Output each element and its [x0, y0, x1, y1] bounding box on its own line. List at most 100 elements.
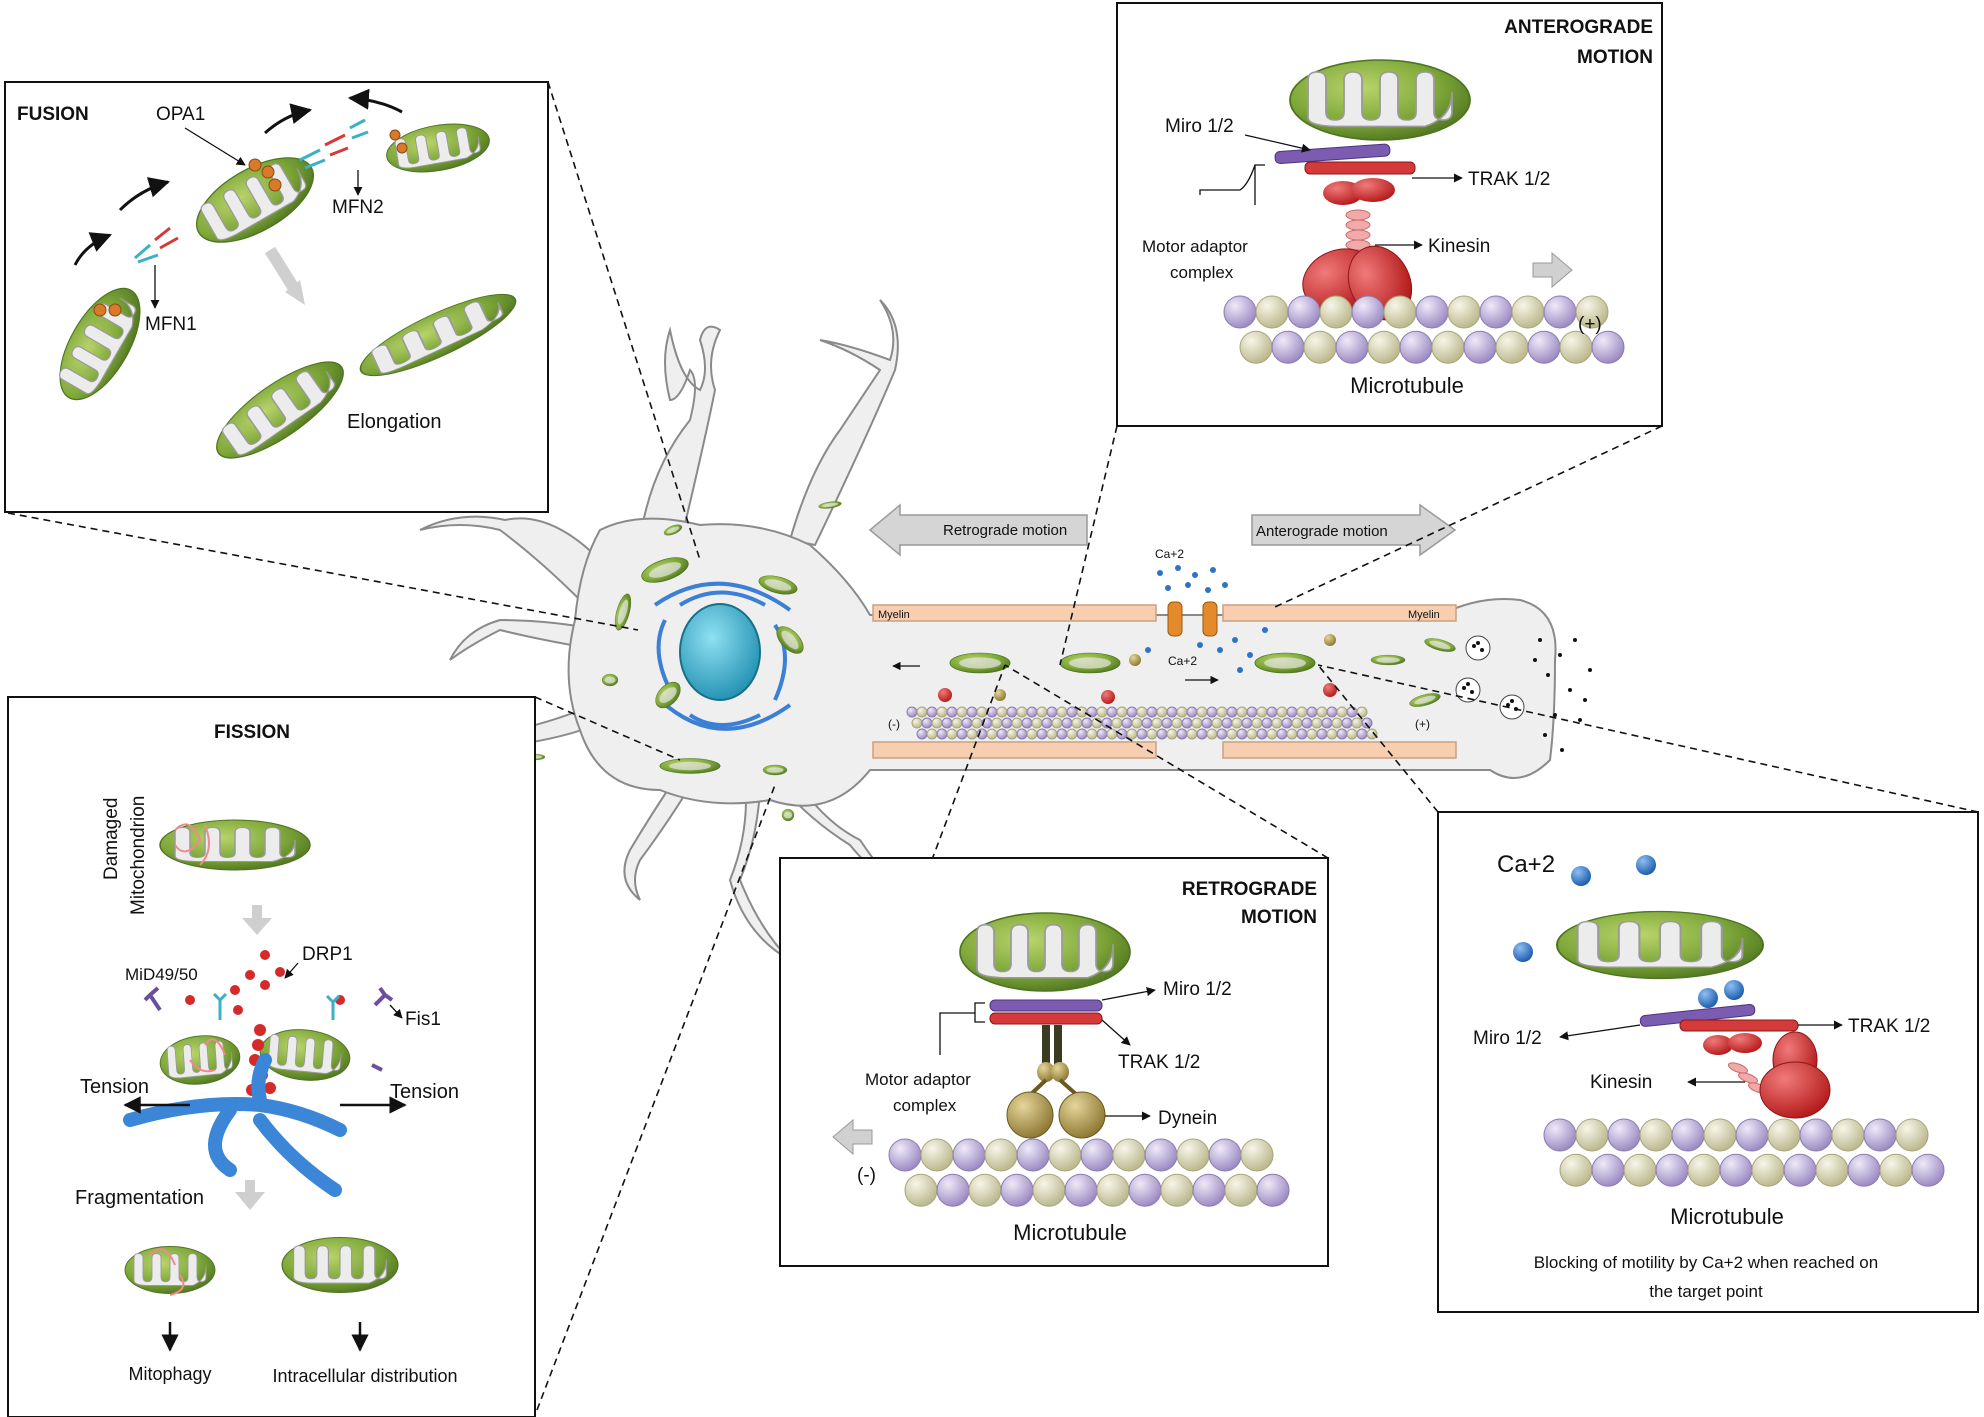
anterograde-title-2: MOTION	[1577, 47, 1653, 68]
tubulin-subunit	[1181, 717, 1193, 729]
tubulin-subunit	[1096, 728, 1108, 740]
retrograde-microtubule-label: Microtubule	[1013, 1220, 1127, 1245]
retrograde-arrow-label: Retrograde motion	[943, 522, 1067, 539]
retrograde-adaptor-line-2: complex	[893, 1096, 957, 1115]
tubulin-subunit	[1316, 728, 1328, 740]
tubulin-subunit	[1296, 706, 1308, 718]
tubulin-subunit	[1639, 1118, 1673, 1152]
tubulin-subunit	[1191, 717, 1203, 729]
tubulin-subunit	[1064, 1173, 1098, 1207]
tubulin-subunit	[1306, 706, 1318, 718]
tubulin-subunit	[1703, 1118, 1737, 1152]
tubulin-subunit	[1783, 1153, 1817, 1187]
tubulin-subunit	[1256, 706, 1268, 718]
anterograde-adaptor-line-2: complex	[1170, 263, 1234, 282]
tubulin-subunit	[1255, 295, 1289, 329]
tubulin-subunit	[946, 706, 958, 718]
retrograde-arrow: Retrograde motion	[868, 503, 1088, 557]
ca-mid-label: Ca+2	[1168, 654, 1197, 668]
connector-lines	[7, 81, 1979, 1411]
axon-mito-2	[1059, 652, 1121, 674]
tubulin-subunit	[1671, 1118, 1705, 1152]
tubulin-subunit	[961, 717, 973, 729]
tubulin-subunit	[1241, 717, 1253, 729]
distribution-label: Intracellular distribution	[272, 1366, 457, 1386]
tubulin-subunit	[1511, 295, 1545, 329]
tubulin-subunit	[1336, 728, 1348, 740]
dynein-head-1	[1006, 1091, 1054, 1139]
tubulin-subunit	[1527, 330, 1561, 364]
fission-title: FISSION	[214, 722, 290, 743]
anterograde-arrow: Anterograde motion	[1251, 503, 1457, 557]
tubulin-subunit	[1106, 728, 1118, 740]
axon-mito-1	[949, 652, 1011, 674]
tubulin-subunit	[1287, 295, 1321, 329]
tubulin-subunit	[1056, 728, 1068, 740]
tubulin-subunit	[1246, 706, 1258, 718]
tubulin-subunit	[1206, 728, 1218, 740]
tubulin-subunit	[1815, 1153, 1849, 1187]
retrograde-title-2: MOTION	[1241, 907, 1317, 928]
tubulin-subunit	[1256, 1173, 1290, 1207]
tubulin-subunit	[1026, 706, 1038, 718]
tubulin-subunit	[1146, 728, 1158, 740]
tubulin-subunit	[1276, 706, 1288, 718]
anterograde-title-1: ANTEROGRADE	[1504, 17, 1653, 38]
tubulin-subunit	[1196, 706, 1208, 718]
tension-left-label: Tension	[80, 1076, 149, 1098]
tubulin-subunit	[1607, 1118, 1641, 1152]
tubulin-subunit	[911, 717, 923, 729]
tubulin-subunit	[1151, 717, 1163, 729]
tubulin-subunit	[1911, 1153, 1945, 1187]
tubulin-subunit	[1111, 717, 1123, 729]
axon-microtubule	[906, 706, 1378, 740]
tubulin-subunit	[1096, 1173, 1130, 1207]
tubulin-subunit	[1136, 706, 1148, 718]
tubulin-subunit	[1623, 1153, 1657, 1187]
tubulin-subunit	[1231, 717, 1243, 729]
dynein-label: Dynein	[1158, 1108, 1217, 1129]
tubulin-subunit	[956, 728, 968, 740]
tubulin-subunit	[1296, 728, 1308, 740]
mfn1-label: MFN1	[145, 314, 197, 335]
tubulin-subunit	[1001, 717, 1013, 729]
fission-panel: FISSION Damaged Mitochondrion MiD	[7, 696, 536, 1417]
retrograde-adaptor-line-1: Motor adaptor	[865, 1070, 971, 1089]
retrograde-mitochondrion	[959, 912, 1131, 992]
tubulin-subunit	[1171, 717, 1183, 729]
tubulin-subunit	[936, 728, 948, 740]
mid49-label: MiD49/50	[125, 965, 198, 984]
calcium-trak-label: TRAK 1/2	[1848, 1016, 1930, 1037]
tubulin-subunit	[1076, 728, 1088, 740]
calcium-panel-kinesin-2	[1759, 1061, 1831, 1119]
endoplasmic-reticulum	[653, 581, 792, 731]
tubulin-subunit	[1141, 717, 1153, 729]
tubulin-subunit	[904, 1173, 938, 1207]
axon-minus-label: (-)	[888, 717, 900, 731]
tubulin-subunit	[1046, 706, 1058, 718]
opa1-label: OPA1	[156, 104, 205, 125]
calcium-panel-trak	[1679, 1019, 1799, 1032]
tubulin-subunit	[1266, 706, 1278, 718]
tubulin-subunit	[1211, 717, 1223, 729]
tubulin-subunit	[1208, 1138, 1242, 1172]
tubulin-subunit	[1346, 706, 1358, 718]
tubulin-subunit	[1303, 330, 1337, 364]
tubulin-subunit	[1261, 717, 1273, 729]
tubulin-subunit	[1206, 706, 1218, 718]
myelin-top-left	[872, 604, 1157, 622]
tubulin-subunit	[1166, 728, 1178, 740]
tubulin-subunit	[1016, 706, 1028, 718]
anterograde-microtubule	[1223, 295, 1625, 364]
tubulin-subunit	[1144, 1138, 1178, 1172]
tubulin-subunit	[1326, 728, 1338, 740]
tubulin-subunit	[1361, 717, 1373, 729]
tubulin-subunit	[1246, 728, 1258, 740]
tubulin-subunit	[906, 706, 918, 718]
tubulin-subunit	[1000, 1173, 1034, 1207]
tubulin-subunit	[1319, 295, 1353, 329]
anterograde-plus-label: (+)	[1578, 314, 1602, 335]
retrograde-microtubule	[888, 1138, 1290, 1207]
tubulin-subunit	[1719, 1153, 1753, 1187]
